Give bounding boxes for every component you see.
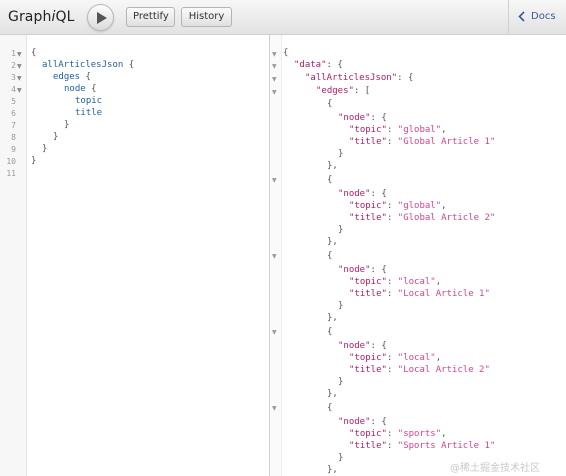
docs-button[interactable]: Docs: [508, 0, 566, 35]
code-line: title: [75, 108, 103, 118]
json-line: "topic": "local",: [349, 353, 442, 363]
fold-arrow-icon[interactable]: ▼: [272, 329, 277, 336]
json-line: },: [327, 389, 338, 399]
code-line: edges {: [53, 72, 91, 82]
code-line: }: [64, 120, 70, 130]
line-number: 6: [11, 109, 16, 118]
fold-arrow-icon[interactable]: ▼: [272, 76, 277, 83]
fold-arrow-icon[interactable]: ▼: [272, 253, 277, 260]
json-line: },: [327, 237, 338, 247]
fold-arrow-icon[interactable]: ▼: [272, 177, 277, 184]
result-viewer: ▼ ▼ ▼ ▼ ▼ ▼ ▼ ▼ { "data": { "allArticles…: [270, 35, 566, 476]
json-line: {: [327, 99, 333, 109]
line-number: 1: [11, 49, 16, 58]
json-line: }: [338, 225, 344, 235]
fold-arrow-icon[interactable]: ▼: [272, 63, 277, 70]
toolbar: GraphiQL Prettify History Docs: [0, 0, 566, 35]
fold-arrow-icon[interactable]: ▼: [17, 51, 22, 58]
json-line: "allArticlesJson": {: [305, 73, 414, 83]
code-line: }: [53, 132, 59, 142]
line-number-gutter: 1 2 3 4 5 6 7 8 9 10 11 ▼ ▼ ▼ ▼: [0, 35, 27, 476]
json-line: {: [327, 251, 333, 261]
json-line: "node": {: [338, 265, 387, 275]
line-number: 4: [11, 85, 16, 94]
fold-arrow-icon[interactable]: ▼: [17, 63, 22, 70]
prettify-button[interactable]: Prettify: [126, 7, 175, 27]
line-number: 11: [6, 169, 16, 178]
json-line: "title": "Local Article 1": [349, 289, 490, 299]
json-line: {: [327, 175, 333, 185]
result-fold-gutter: ▼ ▼ ▼ ▼ ▼ ▼ ▼ ▼: [270, 35, 282, 476]
json-line: "title": "Global Article 1": [349, 137, 496, 147]
query-editor[interactable]: 1 2 3 4 5 6 7 8 9 10 11 ▼ ▼ ▼ ▼ { allArt…: [0, 35, 270, 476]
code-line: allArticlesJson {: [42, 60, 135, 70]
code-line: }: [31, 156, 37, 166]
fold-arrow-icon[interactable]: ▼: [272, 405, 277, 412]
history-button[interactable]: History: [181, 7, 232, 27]
fold-arrow-icon[interactable]: ▼: [272, 89, 277, 96]
json-line: "topic": "sports",: [349, 429, 447, 439]
watermark: @稀土掘金技术社区: [450, 463, 540, 474]
line-number: 3: [11, 73, 16, 82]
json-line: "data": {: [294, 60, 343, 70]
json-line: "topic": "global",: [349, 125, 447, 135]
json-line: "edges": [: [316, 86, 371, 96]
play-icon: [97, 12, 107, 24]
json-line: "topic": "local",: [349, 277, 442, 287]
json-line: },: [327, 465, 338, 475]
code-line: topic: [75, 96, 103, 106]
line-number: 2: [11, 61, 16, 70]
chevron-left-icon: [518, 11, 525, 22]
json-line: "title": "Local Article 2": [349, 365, 490, 375]
fold-arrow-icon[interactable]: ▼: [17, 87, 22, 94]
json-line: }: [338, 149, 344, 159]
line-number: 9: [11, 145, 16, 154]
json-line: },: [327, 313, 338, 323]
graphiql-logo: GraphiQL: [8, 9, 75, 25]
json-line: {: [327, 403, 333, 413]
fold-arrow-icon[interactable]: ▼: [272, 51, 277, 58]
docs-label: Docs: [531, 11, 556, 22]
line-number: 8: [11, 133, 16, 142]
json-line: "node": {: [338, 341, 387, 351]
line-number: 7: [11, 121, 16, 130]
json-line: "title": "Sports Article 1": [349, 441, 496, 451]
json-line: "topic": "global",: [349, 201, 447, 211]
json-line: "node": {: [338, 189, 387, 199]
code-line: node {: [64, 84, 97, 94]
code-line: }: [42, 144, 48, 154]
json-line: "title": "Global Article 2": [349, 213, 496, 223]
code-line: {: [31, 48, 37, 58]
json-line: "node": {: [338, 113, 387, 123]
line-number: 5: [11, 97, 16, 106]
fold-arrow-icon[interactable]: ▼: [17, 75, 22, 82]
execute-query-button[interactable]: [87, 4, 114, 31]
line-number: 10: [6, 157, 16, 166]
json-line: }: [338, 301, 344, 311]
json-line: {: [283, 48, 289, 58]
json-line: "node": {: [338, 417, 387, 427]
json-line: },: [327, 161, 338, 171]
json-line: }: [338, 453, 344, 463]
json-line: {: [327, 327, 333, 337]
json-line: }: [338, 377, 344, 387]
